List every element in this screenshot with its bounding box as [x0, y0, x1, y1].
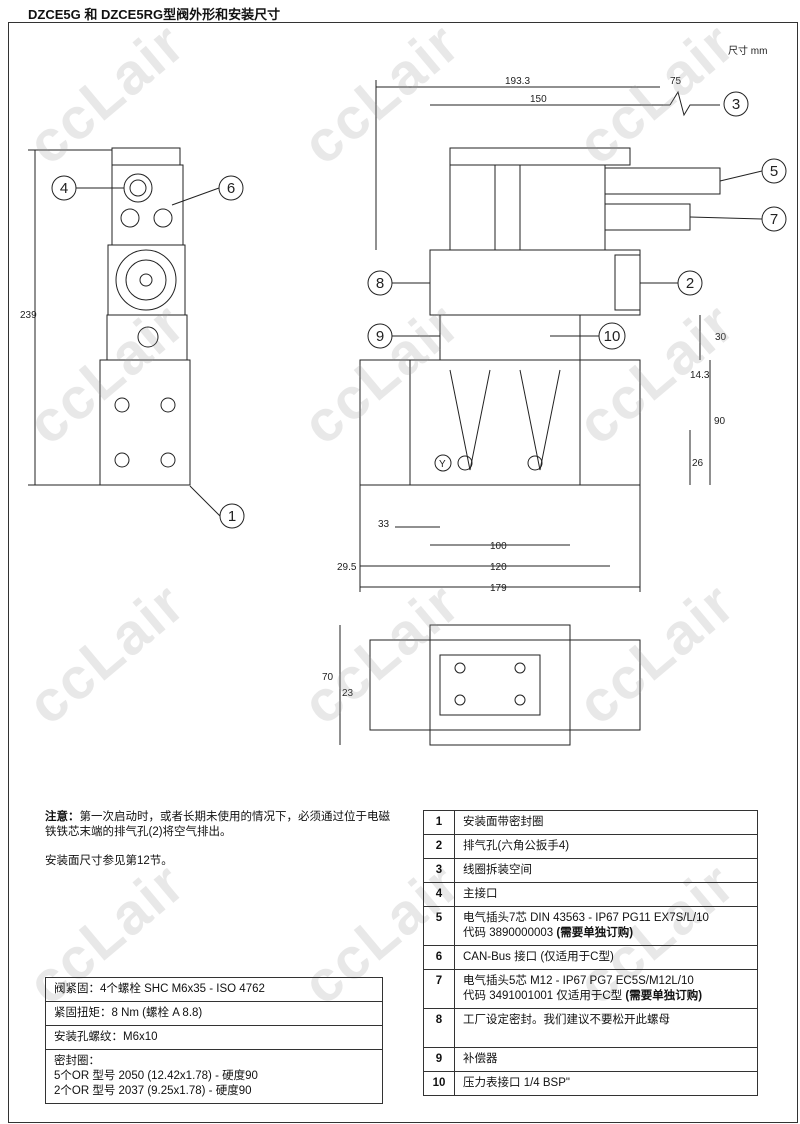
part-number: 8: [423, 1008, 455, 1048]
dim-179: 179: [490, 583, 507, 594]
seal-item: 2个OR 型号 2037 (9.25x1.78) - 硬度90: [54, 1085, 252, 1097]
dim-193-3: 193.3: [505, 76, 530, 87]
part-desc: 电气插头5芯 M12 - IP67 PG7 EC5S/M12L/10 代码 349…: [454, 969, 758, 1009]
order-note: (需要单独订购): [556, 927, 634, 939]
callout-8: 8: [376, 275, 384, 292]
part-number: 4: [423, 882, 455, 907]
part-desc: 主接口: [454, 882, 758, 907]
note-label: 注意：: [45, 811, 80, 823]
callout-7: 7: [770, 211, 778, 228]
part-desc: 补偿器: [454, 1047, 758, 1072]
part-number: 2: [423, 834, 455, 859]
part-desc: 工厂设定密封。我们建议不要松开此螺母: [454, 1008, 758, 1048]
part-desc-line: 电气插头5芯 M12 - IP67 PG7 EC5S/M12L/10: [463, 975, 694, 987]
note-ref: 安装面尺寸参见第12节。: [45, 855, 173, 867]
seals-label: 密封圈：: [54, 1055, 100, 1067]
callout-4: 4: [60, 180, 68, 197]
part-desc: 电气插头7芯 DIN 43563 - IP67 PG11 EX7S/L/10 代码…: [454, 906, 758, 946]
callout-10: 10: [604, 328, 621, 345]
part-number: 6: [423, 945, 455, 970]
unit-label: 尺寸 mm: [728, 44, 767, 57]
dim-30: 30: [715, 332, 727, 343]
callout-6: 6: [227, 180, 235, 197]
part-desc-line: 电气插头7芯 DIN 43563 - IP67 PG11 EX7S/L/10: [463, 912, 709, 924]
callout-5: 5: [770, 163, 778, 180]
part-desc: 安装面带密封圈: [454, 810, 758, 835]
part-number: 7: [423, 969, 455, 1009]
callout-1: 1: [228, 508, 236, 525]
order-note: (需要单独订购): [625, 990, 703, 1002]
front-view: Y 193.3 150 75 30 14.3 90 26 33 100 29.5…: [337, 76, 727, 594]
part-desc: 排气孔(六角公扳手4): [454, 834, 758, 859]
seal-item: 5个OR 型号 2050 (12.42x1.78) - 硬度90: [54, 1070, 258, 1082]
part-desc: 压力表接口 1/4 BSP": [454, 1071, 758, 1096]
note-text: 第一次启动时，或者长期未使用的情况下，必须通过位于电磁铁铁芯末端的排气孔(2)将…: [45, 811, 390, 838]
page-title: DZCE5G 和 DZCE5RG型阀外形和安装尺寸: [28, 7, 281, 22]
callout-2: 2: [686, 275, 694, 292]
dim-26: 26: [692, 458, 704, 469]
dim-90: 90: [714, 416, 726, 427]
port-y-label: Y: [439, 459, 446, 470]
spec-torque: 紧固扭矩：8 Nm (螺栓 A 8.8): [45, 1001, 383, 1026]
note-block: 注意：第一次启动时，或者长期未使用的情况下，必须通过位于电磁铁铁芯末端的排气孔(…: [45, 810, 395, 883]
table-row: 5 电气插头7芯 DIN 43563 - IP67 PG11 EX7S/L/10 代…: [423, 906, 758, 946]
dim-33: 33: [378, 519, 390, 530]
spec-table: 阀紧固：4个螺栓 SHC M6x35 - ISO 4762 紧固扭矩：8 Nm …: [45, 977, 383, 1104]
callout-9: 9: [376, 328, 384, 345]
table-row: 7 电气插头5芯 M12 - IP67 PG7 EC5S/M12L/10 代码 34…: [423, 969, 758, 1009]
technical-drawing: 尺寸 mm 239 Y 193.3 150: [20, 44, 787, 746]
part-code: 代码 3491001001 仅适用于C型: [463, 990, 626, 1002]
top-view: 70 23: [322, 624, 641, 746]
part-desc: 线圈拆装空间: [454, 858, 758, 883]
dim-120: 120: [490, 562, 507, 573]
dim-23: 23: [342, 688, 354, 699]
side-view: 239: [20, 147, 191, 486]
part-code: 代码 3890000003: [463, 927, 557, 939]
dim-100: 100: [490, 541, 507, 552]
spec-thread: 安装孔螺纹：M6x10: [45, 1025, 383, 1050]
dim-29-5: 29.5: [337, 562, 357, 573]
dim-150: 150: [530, 94, 547, 105]
dim-75: 75: [670, 76, 682, 87]
callout-3: 3: [732, 96, 740, 113]
dim-14-3: 14.3: [690, 370, 710, 381]
part-number: 5: [423, 906, 455, 946]
part-number: 9: [423, 1047, 455, 1072]
dim-239: 239: [20, 310, 37, 321]
part-number: 10: [423, 1071, 455, 1096]
part-number: 1: [423, 810, 455, 835]
spec-bolts: 阀紧固：4个螺栓 SHC M6x35 - ISO 4762: [45, 977, 383, 1002]
part-number: 3: [423, 858, 455, 883]
spec-seals: 密封圈： 5个OR 型号 2050 (12.42x1.78) - 硬度90 2个…: [45, 1049, 383, 1104]
part-desc: CAN-Bus 接口 (仅适用于C型): [454, 945, 758, 970]
dim-70: 70: [322, 672, 334, 683]
drawing-frame: [8, 22, 798, 1123]
callouts: 1 2 3 4 5 6 7 8 9 10: [51, 91, 787, 529]
